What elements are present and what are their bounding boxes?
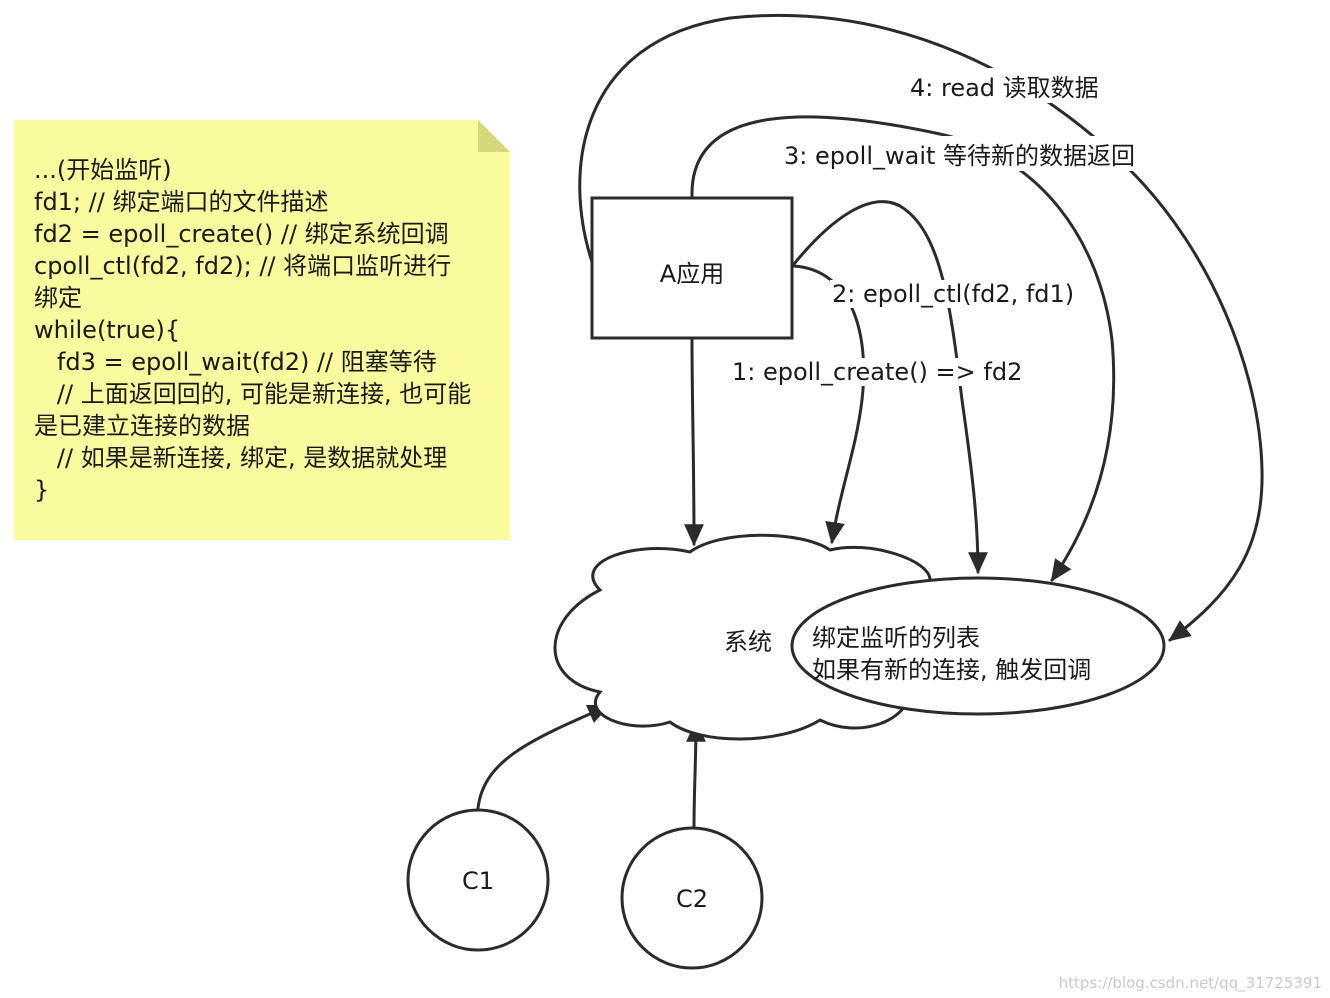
note-line: fd1; // 绑定端口的文件描述 [34, 188, 329, 216]
note-line: while(true){ [34, 316, 181, 344]
code-note [14, 120, 510, 540]
edge-label-epoll-create: 1: epoll_create() => fd2 [730, 358, 1025, 386]
note-line: // 如果是新连接, 绑定, 是数据就处理 [34, 444, 448, 472]
note-fold [478, 120, 510, 152]
edge-c2-to-system [686, 719, 706, 830]
edge-label-epoll-ctl: 2: epoll_ctl(fd2, fd1) [830, 280, 1077, 308]
edge-label-read: 4: read 读取数据 [908, 68, 1101, 103]
note-line: fd3 = epoll_wait(fd2) // 阻塞等待 [34, 348, 437, 376]
edge-c1-to-system [476, 704, 611, 810]
app-node [590, 196, 794, 340]
list-label-line1: 绑定监听的列表 [812, 624, 980, 652]
edge-label-epoll-wait: 3: epoll_wait 等待新的数据返回 [782, 136, 1138, 171]
edge-read [578, 13, 1264, 642]
note-line: cpoll_ctl(fd2, fd2); // 将端口监听进行 [34, 252, 452, 280]
note-line: 是已建立连接的数据 [34, 412, 250, 440]
note-line: fd2 = epoll_create() // 绑定系统回调 [34, 220, 449, 248]
watermark: https://blog.csdn.net/qq_31725391 [1058, 974, 1322, 992]
note-line: // 上面返回回的, 可能是新连接, 也可能 [34, 380, 472, 408]
c1-label: C1 [461, 867, 495, 895]
edge-epoll-ctl [792, 200, 988, 575]
edge-epoll-wait [690, 115, 1116, 582]
note-body [14, 120, 510, 540]
note-line: } [34, 476, 50, 504]
listen-list-node [790, 576, 1166, 716]
note-text: ...(开始监听) fd1; // 绑定端口的文件描述 fd2 = epoll_… [34, 154, 504, 506]
edge-app-to-system [684, 338, 704, 547]
app-label: A应用 [659, 260, 725, 288]
c2-node [620, 826, 764, 970]
list-label-line2: 如果有新的连接, 触发回调 [812, 656, 1092, 684]
system-label: 系统 [724, 628, 772, 656]
note-line: 绑定 [34, 284, 82, 312]
c1-node [406, 808, 550, 952]
c2-label: C2 [675, 885, 709, 913]
note-line: ...(开始监听) [34, 156, 172, 184]
